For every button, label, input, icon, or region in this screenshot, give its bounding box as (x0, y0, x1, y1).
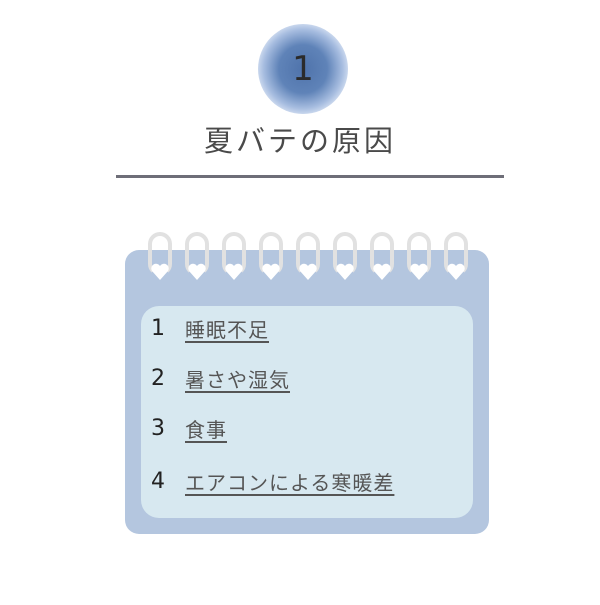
list-item-number: 4 (151, 468, 165, 494)
list-item-number: 2 (151, 365, 165, 391)
title-divider (116, 175, 504, 178)
binder-ring-icon (296, 232, 320, 290)
page-title: 夏バテの原因 (203, 124, 396, 158)
list-item-link[interactable]: 睡眠不足 (185, 317, 269, 342)
binder-ring-icon (333, 232, 357, 290)
list-item-link[interactable]: 暑さや湿気 (185, 367, 290, 392)
binder-ring-icon (370, 232, 394, 290)
binder-ring-icon (185, 232, 209, 290)
binder-ring-icon (407, 232, 431, 290)
number-badge: 1 (258, 24, 348, 114)
binder-ring-icon (259, 232, 283, 290)
binder-ring-icon (148, 232, 172, 290)
list-item: 1 睡眠不足 (151, 313, 269, 343)
list-item: 3 食事 (151, 413, 227, 443)
list-item-number: 1 (151, 315, 165, 341)
calendar-card (125, 250, 489, 534)
badge-number: 1 (292, 49, 314, 89)
binder-ring-icon (444, 232, 468, 290)
list-item: 2 暑さや湿気 (151, 363, 290, 393)
binder-ring-icon (222, 232, 246, 290)
calendar-paper (141, 306, 473, 518)
list-item-link[interactable]: エアコンによる寒暖差 (185, 470, 395, 495)
list-item-number: 3 (151, 415, 165, 441)
list-item: 4 エアコンによる寒暖差 (151, 466, 394, 496)
list-item-link[interactable]: 食事 (185, 417, 227, 442)
